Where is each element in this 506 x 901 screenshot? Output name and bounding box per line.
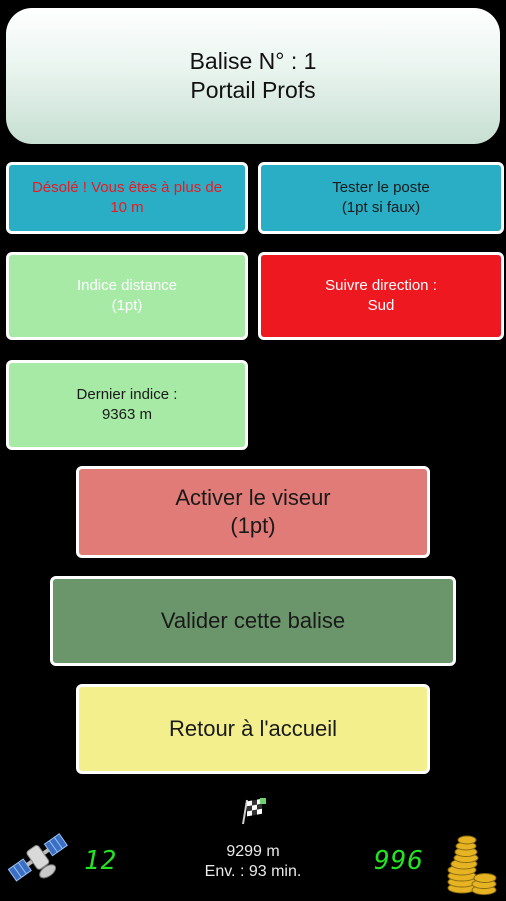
footer-distance: 9299 m bbox=[226, 843, 280, 860]
beacon-number: Balise N° : 1 bbox=[189, 48, 317, 74]
footer-time-estimate: Env. : 93 min. bbox=[204, 863, 302, 880]
last-hint-value: 9363 m bbox=[101, 406, 153, 423]
validate-beacon-button[interactable]: Valider cette balise bbox=[50, 576, 456, 666]
validate-label: Valider cette balise bbox=[160, 608, 346, 633]
direction-tile: Suivre direction : Sud bbox=[258, 252, 504, 340]
alert-line1: Désolé ! Vous êtes à plus de bbox=[31, 179, 223, 196]
satellite-count: 12 bbox=[84, 846, 118, 876]
last-hint-label: Dernier indice : bbox=[76, 386, 178, 403]
beacon-header: Balise N° : 1 Portail Profs bbox=[6, 8, 500, 144]
beacon-name: Portail Profs bbox=[190, 77, 316, 103]
points-counter: 996 bbox=[374, 846, 424, 876]
last-hint-tile: Dernier indice : 9363 m bbox=[6, 360, 248, 450]
back-home-button[interactable]: Retour à l'accueil bbox=[76, 684, 430, 774]
direction-label: Suivre direction : bbox=[325, 277, 437, 294]
distance-hint-button[interactable]: Indice distance (1pt) bbox=[6, 252, 248, 340]
test-post-button[interactable]: Tester le poste (1pt si faux) bbox=[258, 162, 504, 234]
satellite-icon bbox=[6, 826, 72, 892]
direction-value: Sud bbox=[367, 297, 395, 314]
test-post-label: Tester le poste bbox=[332, 179, 430, 196]
distance-hint-cost: (1pt) bbox=[111, 297, 143, 314]
viewfinder-cost: (1pt) bbox=[230, 513, 276, 538]
activate-viewfinder-button[interactable]: Activer le viseur (1pt) bbox=[76, 466, 430, 558]
home-label: Retour à l'accueil bbox=[168, 716, 338, 741]
test-post-cost: (1pt si faux) bbox=[341, 199, 421, 216]
viewfinder-label: Activer le viseur bbox=[175, 485, 331, 510]
alert-line2: 10 m bbox=[110, 199, 144, 216]
distance-alert-tile: Désolé ! Vous êtes à plus de 10 m bbox=[6, 162, 248, 234]
checkered-flag-icon bbox=[238, 796, 268, 826]
distance-hint-label: Indice distance bbox=[76, 277, 178, 294]
gold-coins-icon bbox=[440, 830, 500, 896]
